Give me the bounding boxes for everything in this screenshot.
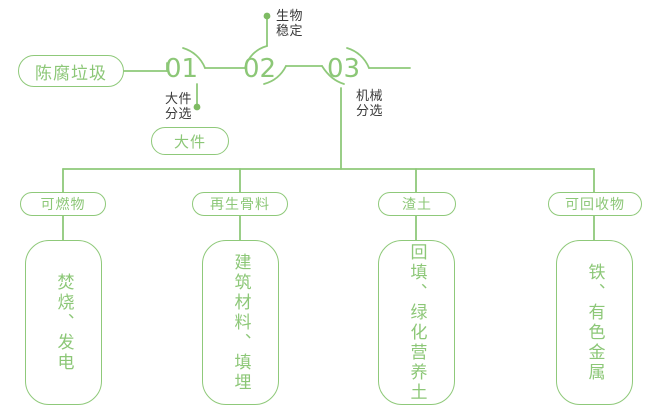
arc-over-01 bbox=[182, 47, 206, 69]
arc-over-03 bbox=[346, 47, 370, 69]
node-root-waste[interactable]: 陈腐垃圾 bbox=[18, 55, 124, 87]
box-detail-slag-soil[interactable]: 回填、绿化营养土 bbox=[378, 240, 455, 405]
step-number-03[interactable]: 03 bbox=[327, 54, 361, 84]
box-detail-recyclables[interactable]: 铁、有色金属 bbox=[556, 240, 633, 405]
node-category-combustible[interactable]: 可燃物 bbox=[20, 192, 106, 216]
node-category-recyclables-label: 可回收物 bbox=[565, 196, 625, 212]
box-detail-combustible-text: 焚烧、发电 bbox=[54, 272, 74, 373]
dot-bulky bbox=[193, 103, 201, 111]
step-number-02[interactable]: 02 bbox=[243, 54, 277, 84]
node-category-recycled-aggregate-label: 再生骨料 bbox=[210, 196, 270, 212]
node-category-recyclables[interactable]: 可回收物 bbox=[548, 192, 642, 216]
node-output-bulky-label: 大件 bbox=[173, 133, 206, 151]
arc-under-02 bbox=[263, 65, 287, 85]
step-label-bulky-sorting: 大件 分选 bbox=[164, 91, 192, 121]
arc-over-02 bbox=[244, 45, 268, 69]
node-category-slag-soil-label: 渣土 bbox=[402, 196, 432, 212]
node-category-combustible-label: 可燃物 bbox=[40, 196, 86, 212]
node-category-slag-soil[interactable]: 渣土 bbox=[378, 192, 456, 216]
box-detail-recycled-aggregate[interactable]: 建筑材料、填埋 bbox=[202, 240, 279, 405]
box-detail-recyclables-text: 铁、有色金属 bbox=[585, 262, 605, 383]
step-label-bio-stabilization: 生物 稳定 bbox=[276, 8, 304, 38]
node-output-bulky[interactable]: 大件 bbox=[151, 127, 229, 155]
box-detail-recycled-aggregate-text: 建筑材料、填埋 bbox=[231, 252, 251, 393]
arc-under-03 bbox=[321, 65, 345, 85]
box-detail-combustible[interactable]: 焚烧、发电 bbox=[25, 240, 102, 405]
step-number-01[interactable]: 01 bbox=[165, 54, 199, 84]
node-root-waste-label: 陈腐垃圾 bbox=[35, 63, 107, 83]
step-label-mechanical-sorting: 机械 分选 bbox=[356, 88, 384, 118]
box-detail-slag-soil-text: 回填、绿化营养土 bbox=[407, 242, 427, 403]
dot-bio-stable bbox=[263, 12, 271, 20]
node-category-recycled-aggregate[interactable]: 再生骨料 bbox=[192, 192, 288, 216]
